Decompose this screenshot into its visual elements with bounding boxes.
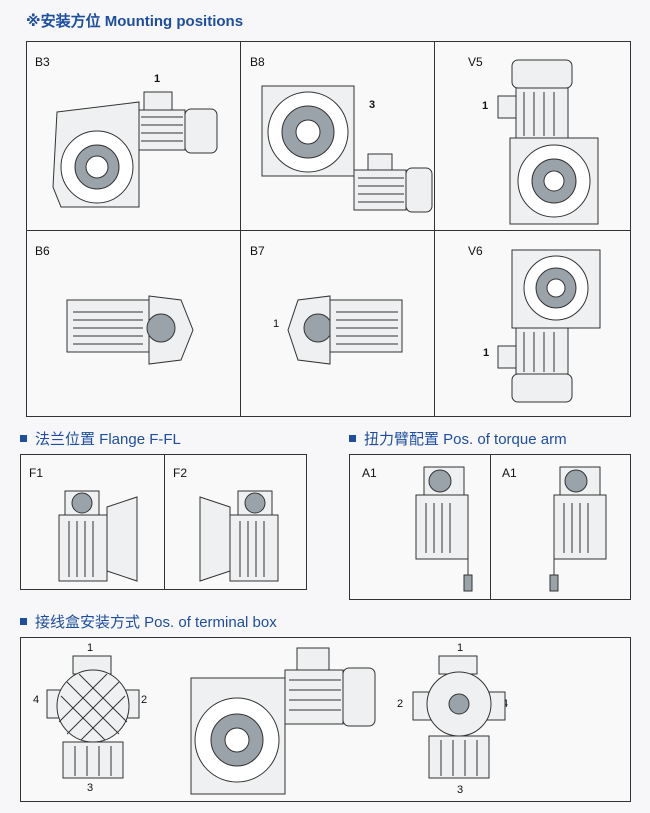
square-bullet-icon bbox=[20, 434, 27, 442]
b6-label: B6 bbox=[35, 244, 50, 258]
mounting-cell-b6: B6 1 bbox=[27, 230, 240, 416]
b3-gearbox-drawing bbox=[52, 91, 218, 208]
mounting-cell-v6: V6 1 bbox=[434, 230, 630, 416]
b7-terminal-number: 1 bbox=[273, 318, 280, 330]
square-bullet-icon bbox=[20, 617, 27, 625]
mounting-cell-b3: B3 1 bbox=[27, 42, 240, 230]
b7-label: B7 bbox=[250, 244, 265, 258]
b3-label: B3 bbox=[35, 55, 50, 69]
v5-label: V5 bbox=[468, 55, 483, 69]
terminal-heading-text: 接线盒安装方式 Pos. of terminal box bbox=[35, 614, 277, 631]
terminal-right-drawing bbox=[412, 655, 506, 779]
b3-terminal-number: 1 bbox=[154, 73, 161, 85]
f2-label: F2 bbox=[173, 466, 188, 480]
f1-label: F1 bbox=[29, 466, 44, 480]
mounting-cell-v5: V5 1 bbox=[434, 42, 630, 230]
f1-flange-drawing bbox=[58, 490, 138, 582]
a1-left-torque-drawing bbox=[415, 466, 473, 592]
mounting-positions-table: B3 1 B8 3 V5 1 bbox=[26, 41, 631, 417]
torque-arm-table: A1 A1 bbox=[349, 454, 631, 600]
terminal-right-pos-2: 2 bbox=[397, 698, 404, 710]
terminal-left-pos-3: 3 bbox=[87, 782, 94, 794]
v5-terminal-number: 1 bbox=[482, 100, 489, 112]
terminal-box-heading: 接线盒安装方式 Pos. of terminal box bbox=[20, 611, 277, 632]
v6-label: V6 bbox=[468, 244, 483, 258]
a1-right-label: A1 bbox=[502, 466, 517, 480]
v5-gearbox-drawing bbox=[497, 59, 599, 225]
b8-terminal-number: 3 bbox=[369, 99, 376, 111]
mounting-positions-heading: ※安装方位 Mounting positions bbox=[26, 13, 244, 30]
mounting-cell-b7: B7 1 bbox=[240, 230, 434, 416]
v6-gearbox-drawing bbox=[497, 249, 601, 403]
terminal-left-drawing bbox=[46, 655, 140, 779]
a1-left-label: A1 bbox=[362, 466, 377, 480]
terminal-left-pos-1: 1 bbox=[87, 642, 94, 654]
b8-label: B8 bbox=[250, 55, 265, 69]
flange-heading-text: 法兰位置 Flange F-FL bbox=[35, 431, 181, 448]
torque-heading-text: 扭力臂配置 Pos. of torque arm bbox=[364, 431, 567, 448]
terminal-left-pos-2: 2 bbox=[141, 694, 148, 706]
flange-table: F1 F2 bbox=[20, 454, 307, 590]
flange-heading: 法兰位置 Flange F-FL bbox=[20, 428, 181, 449]
square-bullet-icon bbox=[349, 434, 356, 442]
b7-gearbox-drawing bbox=[287, 295, 403, 365]
b6-gearbox-drawing bbox=[66, 295, 194, 365]
terminal-right-pos-1: 1 bbox=[457, 642, 464, 654]
terminal-right-pos-3: 3 bbox=[457, 784, 464, 796]
torque-arm-heading: 扭力臂配置 Pos. of torque arm bbox=[349, 428, 567, 449]
terminal-middle-drawing bbox=[190, 647, 376, 795]
mounting-cell-b8: B8 3 bbox=[240, 42, 434, 230]
terminal-left-pos-4: 4 bbox=[33, 694, 40, 706]
v6-terminal-number: 1 bbox=[483, 347, 490, 359]
f2-flange-drawing bbox=[199, 490, 279, 582]
b8-gearbox-drawing bbox=[261, 85, 433, 213]
terminal-box-table: 1 2 3 4 1 2 3 4 bbox=[20, 637, 631, 802]
a1-right-torque-drawing bbox=[549, 466, 607, 592]
